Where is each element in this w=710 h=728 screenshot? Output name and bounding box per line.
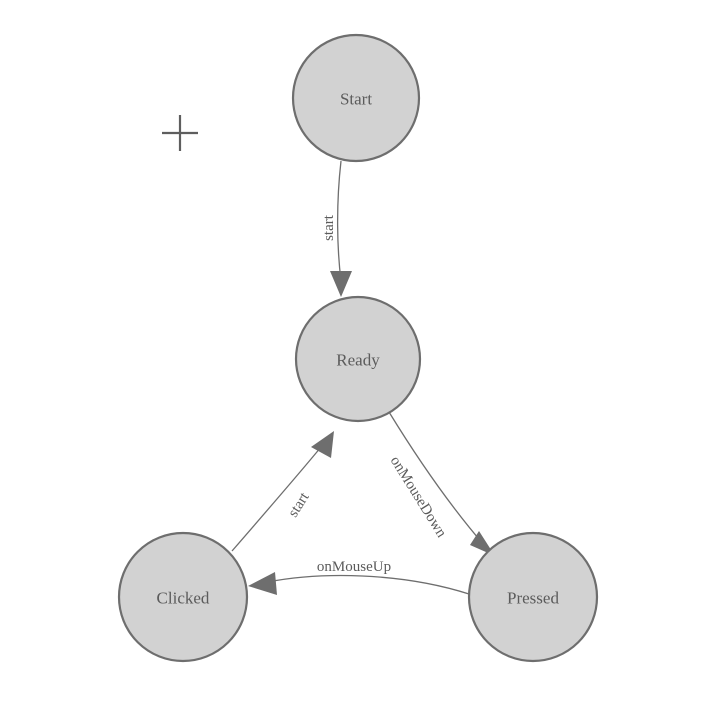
node-label-clicked: Clicked	[157, 589, 210, 608]
plus-marker-icon[interactable]	[162, 115, 198, 151]
node-ready[interactable]: Ready	[294, 295, 422, 423]
node-circle-clicked[interactable]	[117, 531, 249, 663]
node-label-start: Start	[340, 90, 372, 109]
arrowhead-ready-bottomleft	[311, 431, 334, 458]
node-label-pressed: Pressed	[507, 589, 559, 608]
node-clicked[interactable]: Clicked	[117, 531, 249, 663]
edge-line-clicked-to-ready	[231, 446, 322, 552]
node-circle-pressed[interactable]	[467, 531, 599, 663]
edge-label-start-to-ready: start	[321, 214, 337, 241]
edge-start-to-ready[interactable]: start	[321, 160, 352, 297]
edge-pressed-to-clicked[interactable]: onMouseUp	[248, 559, 470, 595]
node-label-ready: Ready	[336, 351, 380, 370]
edge-label-clicked-to-ready: start	[285, 489, 313, 520]
arrowhead-clicked-right	[248, 572, 277, 595]
node-circle-start[interactable]	[291, 33, 421, 163]
node-start[interactable]: Start	[291, 33, 421, 163]
edge-label-ready-to-pressed: onMouseDown	[387, 454, 450, 541]
node-pressed[interactable]: Pressed	[467, 531, 599, 663]
edge-line-pressed-to-clicked	[267, 574, 470, 595]
arrowhead-ready-top	[330, 271, 352, 297]
edge-line-ready-to-pressed	[388, 411, 485, 546]
edge-line-start-to-ready	[336, 160, 342, 282]
edge-label-pressed-to-clicked: onMouseUp	[317, 559, 391, 575]
node-circle-ready[interactable]	[294, 295, 422, 423]
edge-ready-to-pressed[interactable]: onMouseDown	[387, 411, 495, 556]
edge-clicked-to-ready[interactable]: start	[231, 431, 334, 552]
